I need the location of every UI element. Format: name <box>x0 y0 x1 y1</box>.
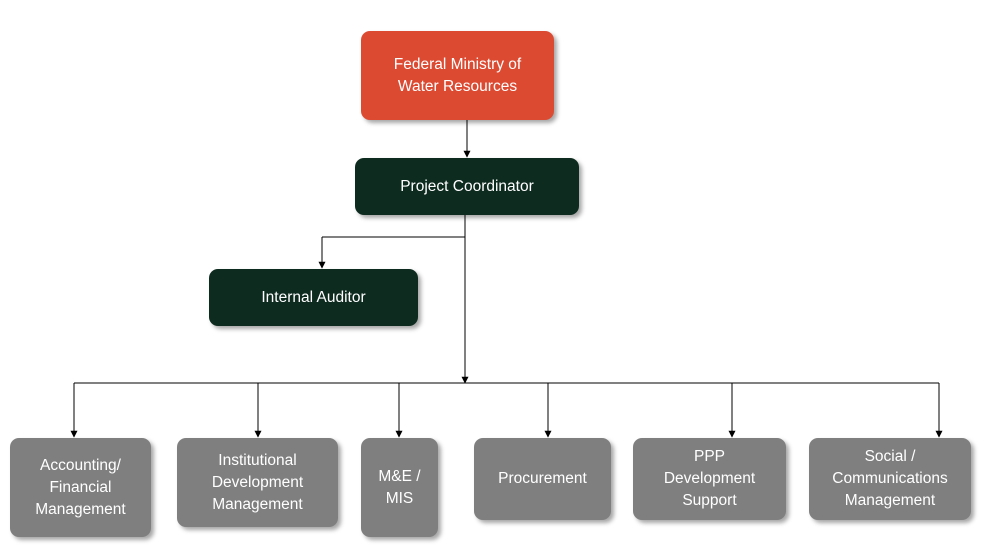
me-mis-label: M&E / MIS <box>378 467 421 507</box>
accounting-financial-node: Accounting/ Financial Management <box>10 438 151 537</box>
procurement-node: Procurement <box>474 438 611 520</box>
ppp-development-label: PPP Development Support <box>663 448 756 509</box>
institutional-development-node: Institutional Development Management <box>177 438 338 527</box>
me-mis-node: M&E / MIS <box>361 438 438 537</box>
social-communications-label: Social / Communications Management <box>832 448 948 509</box>
procurement-label: Procurement <box>498 470 587 487</box>
institutional-development-label: Institutional Development Management <box>211 451 304 513</box>
project-coordinator-node: Project Coordinator <box>355 158 579 215</box>
social-communications-node: Social / Communications Management <box>809 438 971 520</box>
internal-auditor-label: Internal Auditor <box>261 288 366 306</box>
ppp-development-node: PPP Development Support <box>633 438 786 520</box>
project-coordinator-label: Project Coordinator <box>400 177 534 195</box>
internal-auditor-node: Internal Auditor <box>209 269 418 326</box>
ministry-label: Federal Ministry of Water Resources <box>393 55 522 95</box>
accounting-financial-label: Accounting/ Financial Management <box>35 456 126 518</box>
ministry-node: Federal Ministry of Water Resources <box>361 31 554 120</box>
